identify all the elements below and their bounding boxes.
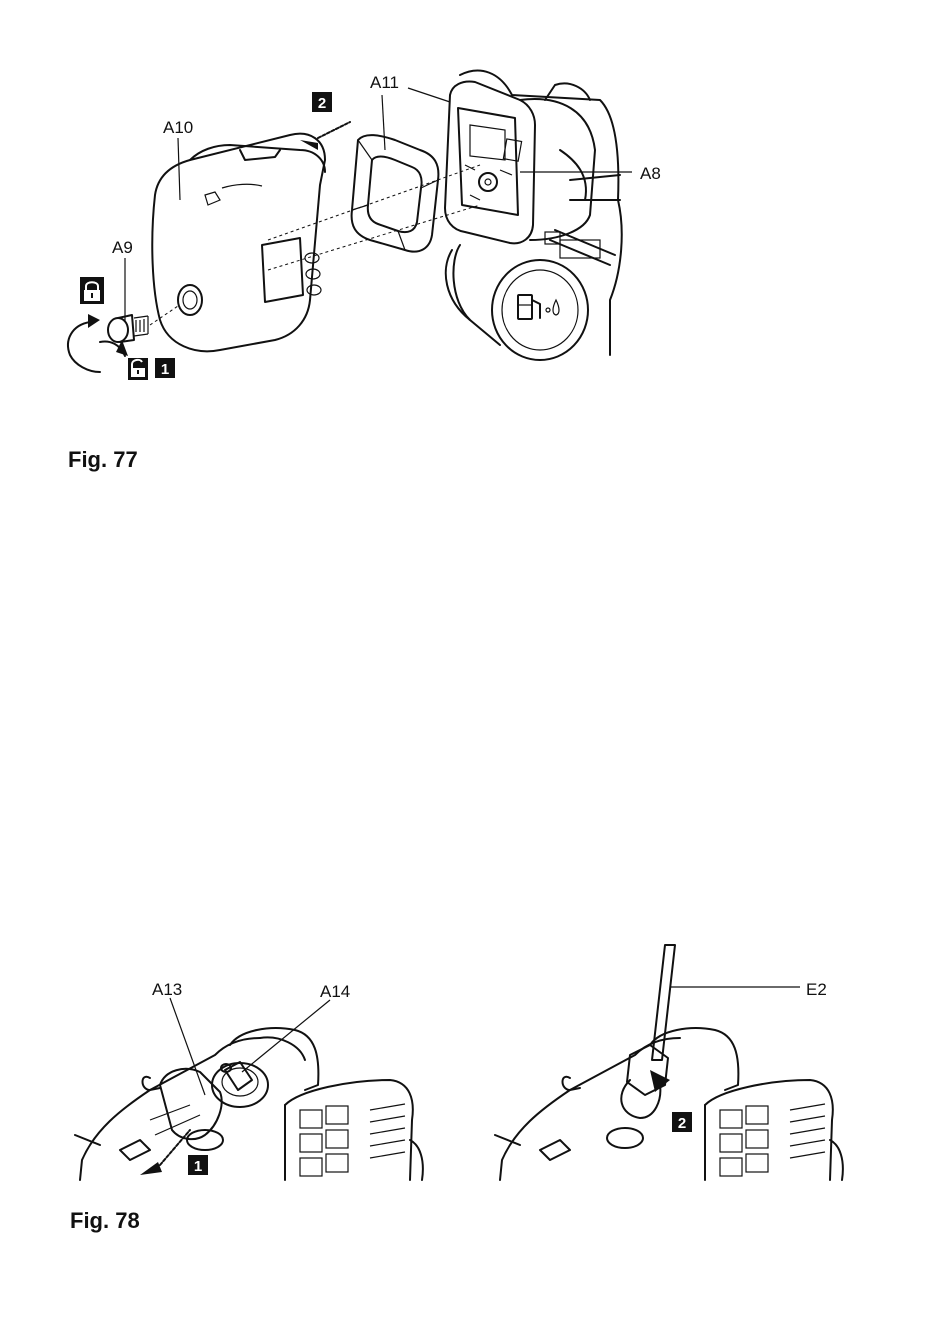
svg-text:2: 2 bbox=[678, 1115, 686, 1132]
label-a11: A11 bbox=[370, 73, 399, 92]
padlock-unlocked-icon bbox=[128, 358, 148, 380]
spark-plug-wrench-icon bbox=[627, 945, 675, 1095]
rotate-arrow-icon bbox=[621, 1070, 670, 1118]
svg-text:1: 1 bbox=[161, 361, 169, 378]
engine-right bbox=[495, 1028, 843, 1180]
svg-text:2: 2 bbox=[318, 95, 326, 112]
label-a13: A13 bbox=[152, 980, 182, 999]
rotate-arrows-icon bbox=[68, 314, 128, 372]
label-a14: A14 bbox=[320, 982, 350, 1001]
engine-housing bbox=[453, 71, 621, 355]
figure-77-illustration: 2 1 A10 A9 A11 A8 bbox=[0, 0, 933, 480]
dashed-arrow-icon bbox=[140, 1130, 190, 1175]
engine-vent-grid bbox=[300, 1104, 405, 1176]
label-e2: E2 bbox=[806, 980, 827, 999]
filter-back-plate bbox=[445, 82, 535, 244]
alignment-line bbox=[268, 165, 480, 240]
spark-plug-cap bbox=[143, 1069, 224, 1150]
spark-plug bbox=[221, 1062, 252, 1090]
label-a9: A9 bbox=[112, 238, 133, 257]
dashed-arrow-icon bbox=[300, 122, 350, 150]
cover-screw bbox=[108, 315, 148, 342]
step-2-marker: 2 bbox=[672, 1112, 692, 1132]
step-1-marker: 1 bbox=[188, 1155, 208, 1175]
filter-element bbox=[352, 135, 439, 252]
label-a10: A10 bbox=[163, 118, 193, 137]
figure-77-caption: Fig. 77 bbox=[68, 447, 138, 473]
step-1-marker: 1 bbox=[155, 358, 175, 378]
svg-text:1: 1 bbox=[194, 1158, 202, 1175]
fuel-cap bbox=[446, 250, 588, 360]
engine-left bbox=[75, 1028, 423, 1180]
label-a8: A8 bbox=[640, 164, 661, 183]
padlock-locked-icon bbox=[80, 277, 104, 304]
filter-cover bbox=[152, 134, 325, 352]
figure-78-caption: Fig. 78 bbox=[70, 1208, 140, 1234]
alignment-line bbox=[150, 306, 178, 325]
step-2-marker: 2 bbox=[312, 92, 332, 112]
fuel-icon bbox=[518, 295, 559, 319]
